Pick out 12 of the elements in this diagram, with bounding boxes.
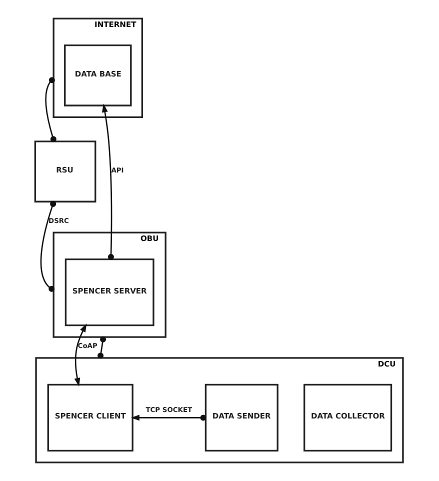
connector [45,77,56,142]
arrow [102,104,114,260]
node-box: SPENCER SERVER [64,258,154,326]
node-box: SPENCER CLIENT [47,384,134,452]
connector [98,336,106,359]
node-box: DATA COLLECTOR [304,384,392,452]
connector [40,200,56,292]
node-box: DATA BASE [64,44,132,106]
node-box: DATA SENDER [204,384,278,452]
arrow [130,414,206,421]
node-box: RSU [34,140,96,202]
arrow [74,324,87,386]
